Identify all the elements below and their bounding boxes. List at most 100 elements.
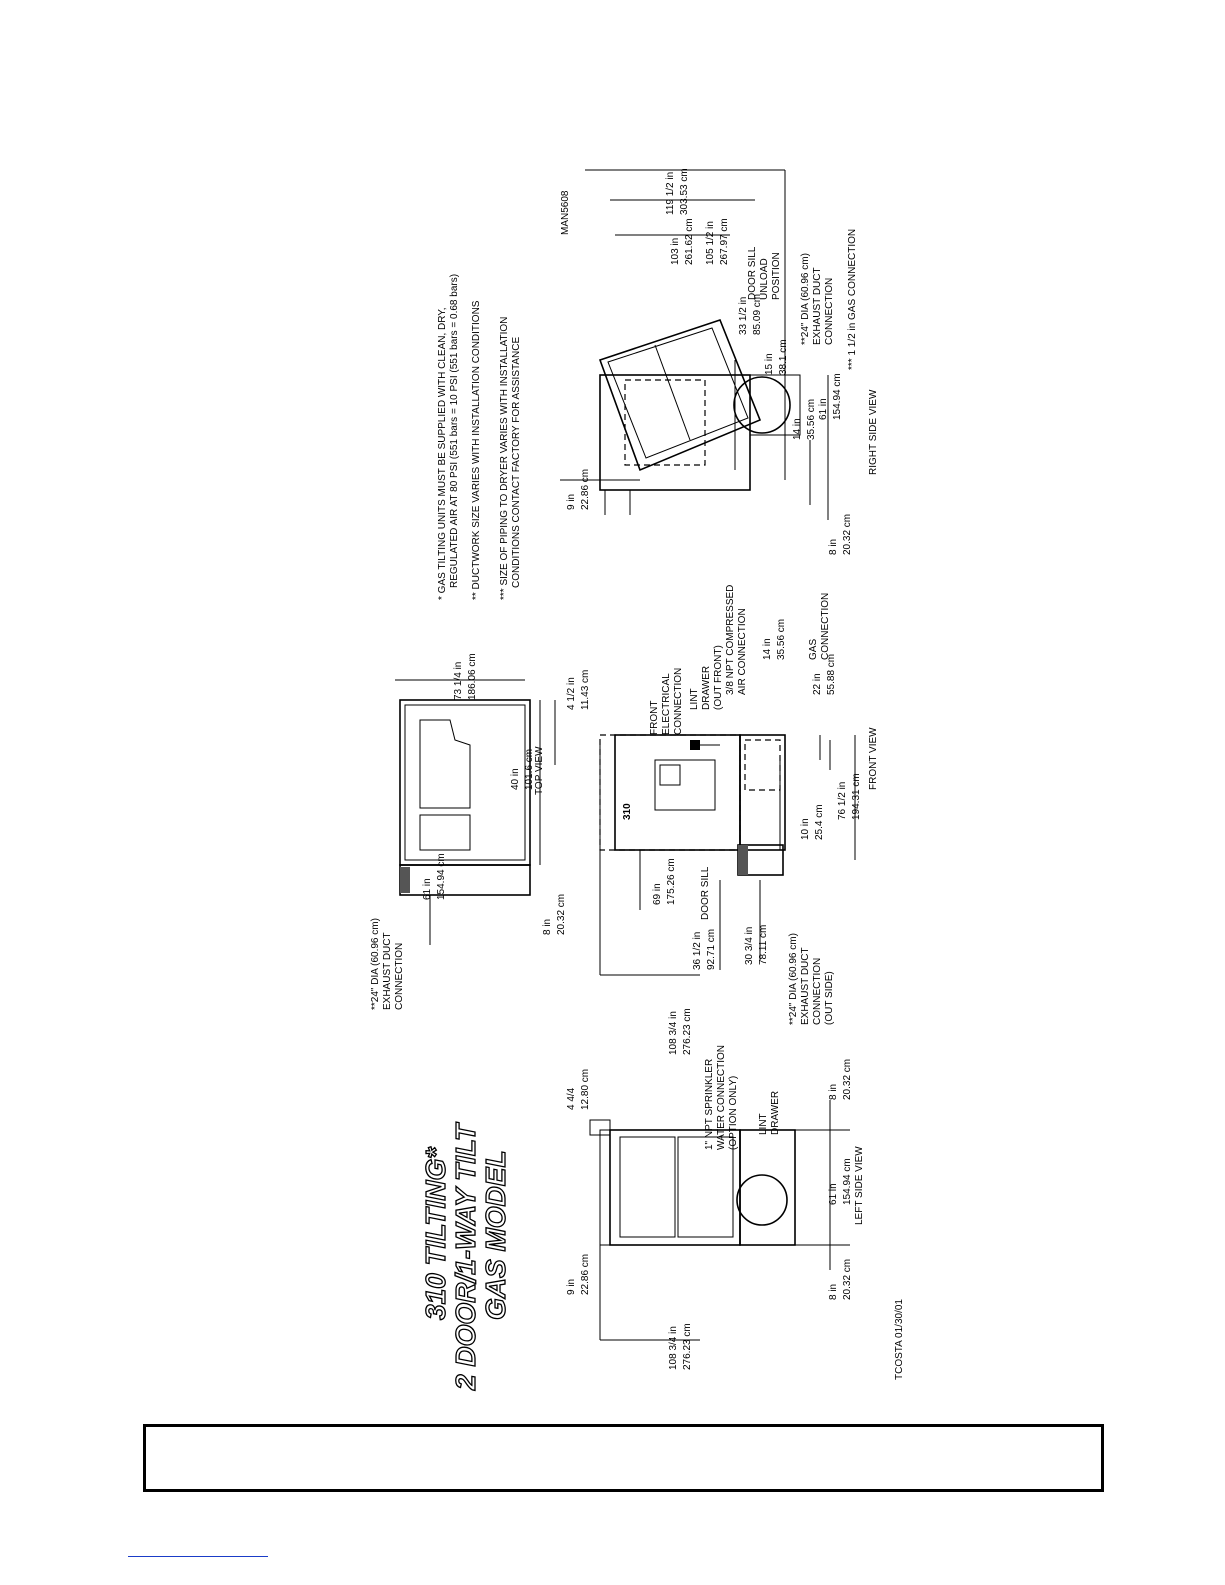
ls-dim-1: 108 3/4 in: [668, 1326, 679, 1370]
fr-dim-1: 108 3/4 in: [668, 1011, 679, 1055]
title-block: 310 TILTING* 2 DOOR/1-WAY TILT GAS MODEL: [419, 1120, 511, 1391]
rs-dim-3: 105 1/2 in: [705, 221, 716, 265]
rs-dim-5: 103 in: [670, 238, 681, 265]
fr-dim-9: 10 in: [800, 818, 811, 840]
rs-dim-6: 261.62 cm: [684, 218, 695, 265]
note-line-3: ** DUCTWORK SIZE VARIES WITH INSTALLATIO…: [471, 300, 482, 600]
rs-callout-5: EXHAUST DUCT: [812, 267, 823, 345]
top-callout-3: CONNECTION: [394, 943, 405, 1010]
ls-dim-7: 61 in: [828, 1183, 839, 1205]
rs-dim-9: 15 in: [764, 353, 775, 375]
fr-callout-5: DRAWER: [701, 666, 712, 710]
rs-dim-10: 38.1 cm: [778, 339, 789, 375]
fr-dim-14: 55.88 cm: [826, 654, 837, 695]
fr-callout-15: (OUT SIDE): [824, 971, 835, 1025]
rs-dim-7: 33 1/2 in: [738, 297, 749, 335]
fr-dim-5: 30 3/4 in: [744, 927, 755, 965]
fr-dim-11: 76 1/2 in: [837, 782, 848, 820]
fr-callout-3: CONNECTION: [673, 668, 684, 735]
rs-callout-3: POSITION: [771, 252, 782, 300]
ls-dim-4: 22.86 cm: [580, 1254, 591, 1295]
fr-dim-3: 36 1/2 in: [692, 932, 703, 970]
ls-dim-9: 8 in: [828, 1284, 839, 1300]
fr-callout-9: GAS: [808, 639, 819, 660]
rs-dim-14: 154.94 cm: [832, 373, 843, 420]
fr-dim-13: 22 in: [812, 673, 823, 695]
top-dim-6: 101.6 cm: [524, 749, 535, 790]
top-callout-1: **24" DIA (60.96 cm): [370, 918, 381, 1010]
rs-dim-12: 35.56 cm: [806, 399, 817, 440]
fr-callout-10: CONNECTION: [820, 593, 831, 660]
top-callout-2: EXHAUST DUCT: [382, 932, 393, 1010]
ls-dim-11: 4 4/4: [566, 1087, 577, 1110]
fr-callout-1: FRONT: [649, 701, 660, 735]
top-dim-5: 40 in: [510, 768, 521, 790]
fr-callout-14: CONNECTION: [812, 958, 823, 1025]
rs-dim-17: 8 in: [828, 539, 839, 555]
notes-block: * GAS TILTING UNITS MUST BE SUPPLIED WIT…: [437, 274, 522, 600]
top-view-label: TOP VIEW: [534, 746, 545, 795]
ls-dim-2: 276.23 cm: [682, 1323, 693, 1370]
rs-dim-11: 14 in: [792, 418, 803, 440]
note-line-4: *** SIZE OF PIPING TO DRYER VARIES WITH …: [499, 317, 510, 600]
top-dim-3: 4 1/2 in: [566, 677, 577, 710]
fr-callout-4: LINT: [689, 688, 700, 710]
rs-callout-7: *** 1 1/2 in GAS CONNECTION: [847, 229, 858, 370]
fr-dim-10: 25.4 cm: [814, 804, 825, 840]
fr-callout-6: (OUT FRONT): [713, 645, 724, 710]
ls-dim-6: 20.32 cm: [842, 1059, 853, 1100]
fr-dim-2: 276.23 cm: [682, 1008, 693, 1055]
footer-box: [143, 1424, 1104, 1492]
rs-view-label: RIGHT SIDE VIEW: [868, 389, 879, 475]
top-dim-8: 154.94 cm: [436, 853, 447, 900]
rs-callout-2: UNLOAD: [759, 258, 770, 300]
fr-dim-7: 69 in: [652, 883, 663, 905]
rs-dim-8: 85.09 cm: [752, 294, 763, 335]
model-badge: 310: [622, 803, 633, 820]
note-line-5: CONDITIONS CONTACT FACTORY FOR ASSISTANC…: [511, 337, 522, 588]
title-line-2: 2 DOOR/1-WAY TILT: [450, 1121, 481, 1391]
note-line-1: * GAS TILTING UNITS MUST BE SUPPLIED WIT…: [437, 308, 448, 600]
ls-dim-12: 12.80 cm: [580, 1069, 591, 1110]
rs-dim-16: 22.86 cm: [580, 469, 591, 510]
top-view: 73 1/4 in 186.06 cm 4 1/2 in 11.43 cm 40…: [370, 653, 591, 1010]
top-dim-7: 61 in: [422, 878, 433, 900]
rs-dim-2: 303.53 cm: [679, 168, 690, 215]
top-dim-4: 11.43 cm: [580, 670, 591, 710]
top-dim-10: 20.32 cm: [556, 894, 567, 935]
fr-dim-15: 14 in: [762, 638, 773, 660]
title-line-1: 310 TILTING*: [420, 1147, 451, 1320]
fr-callout-7: 3/8 NPT COMPRESSED: [725, 585, 736, 695]
fr-callout-12: **24" DIA (60.96 cm): [788, 933, 799, 1025]
ls-dim-10: 20.32 cm: [842, 1259, 853, 1300]
fr-dim-16: 35.56 cm: [776, 619, 787, 660]
fr-callout-8: AIR CONNECTION: [737, 608, 748, 695]
ls-callout-4: LINT: [758, 1113, 769, 1135]
rs-callout-1: DOOR SILL: [747, 246, 758, 300]
left-side-view: 108 3/4 in 276.23 cm 9 in 22.86 cm 8 in …: [566, 1045, 865, 1370]
fr-dim-12: 194.31 cm: [851, 773, 862, 820]
top-dim-9: 8 in: [542, 919, 553, 935]
ls-dim-5: 8 in: [828, 1084, 839, 1100]
ls-callout-3: (OPTION ONLY): [728, 1076, 739, 1150]
right-side-view: 119 1/2 in 303.53 cm 105 1/2 in 267.97 c…: [560, 168, 879, 555]
front-view: 310 108 3/4 in 276.23 cm 36 1/2 in 92.71…: [599, 585, 879, 1055]
fr-dim-4: 92.71 cm: [706, 929, 717, 970]
footnote-rule: [128, 1556, 268, 1557]
rs-dim-18: 20.32 cm: [842, 514, 853, 555]
fr-callout-13: EXHAUST DUCT: [800, 947, 811, 1025]
title-line-3: GAS MODEL: [480, 1150, 511, 1320]
rs-callout-6: CONNECTION: [824, 278, 835, 345]
author-stamp: TCOSTA 01/30/01: [894, 1299, 905, 1380]
rs-dim-4: 267.97 cm: [719, 218, 730, 265]
drawing-id: MAN5608: [560, 190, 571, 235]
fr-view-label: FRONT VIEW: [868, 727, 879, 790]
ls-callout-2: WATER CONNECTION: [716, 1045, 727, 1150]
ls-view-label: LEFT SIDE VIEW: [854, 1146, 865, 1225]
rs-dim-1: 119 1/2 in: [665, 172, 676, 215]
fr-callout-2: ELECTRICAL: [661, 673, 672, 735]
ls-callout-1: 1" NPT SPRINKLER: [704, 1059, 715, 1150]
rs-dim-15: 9 in: [566, 494, 577, 510]
top-dim-2: 186.06 cm: [467, 653, 478, 700]
